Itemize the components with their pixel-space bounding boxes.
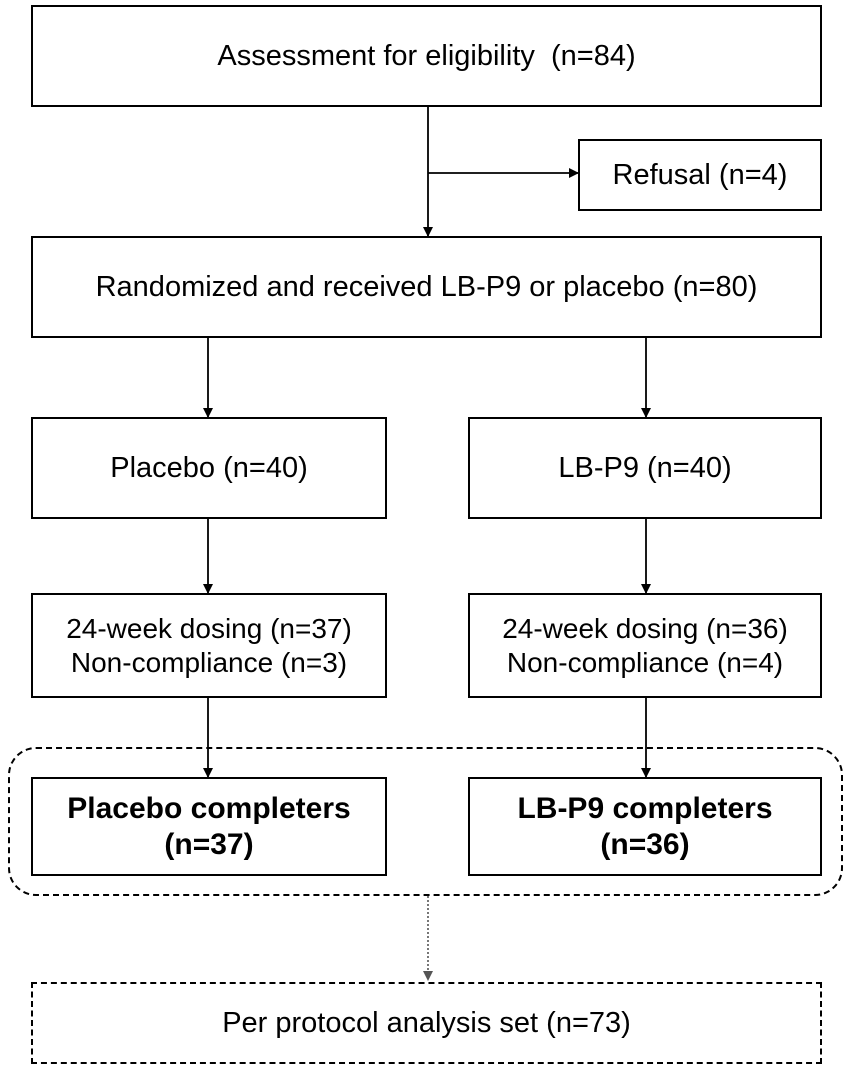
lbp9-dosing-line1: 24-week dosing (n=36) <box>502 612 788 644</box>
placebo-completers-line2: (n=37) <box>164 827 254 861</box>
refusal-box: Refusal (n=4) <box>578 139 822 211</box>
lbp9-completers-box: LB-P9 completers (n=36) <box>468 777 822 876</box>
lbp9-box: LB-P9 (n=40) <box>468 417 822 519</box>
placebo-dosing-line1: 24-week dosing (n=37) <box>66 612 352 644</box>
lbp9-completers-line2: (n=36) <box>600 827 690 861</box>
assessment-label: Assessment for eligibility (n=84) <box>217 39 636 72</box>
refusal-label: Refusal (n=4) <box>612 158 788 191</box>
per-protocol-label: Per protocol analysis set (n=73) <box>222 1006 631 1039</box>
lbp9-completers-line1: LB-P9 completers <box>517 791 773 825</box>
placebo-noncompliance-line2: Non-compliance (n=3) <box>70 646 348 678</box>
lbp9-label: LB-P9 (n=40) <box>558 451 732 484</box>
assessment-box: Assessment for eligibility (n=84) <box>31 5 822 107</box>
placebo-box: Placebo (n=40) <box>31 417 387 519</box>
lbp9-dosing-box: 24-week dosing (n=36) Non-compliance (n=… <box>468 593 822 698</box>
lbp9-noncompliance-line2: Non-compliance (n=4) <box>506 646 784 678</box>
placebo-completers-line1: Placebo completers <box>67 791 351 825</box>
randomized-box: Randomized and received LB-P9 or placebo… <box>31 236 822 338</box>
completers-group <box>8 747 843 896</box>
placebo-completers-box: Placebo completers (n=37) <box>31 777 387 876</box>
placebo-label: Placebo (n=40) <box>110 451 308 484</box>
placebo-dosing-box: 24-week dosing (n=37) Non-compliance (n=… <box>31 593 387 698</box>
per-protocol-box: Per protocol analysis set (n=73) <box>31 982 822 1064</box>
randomized-label: Randomized and received LB-P9 or placebo… <box>95 270 758 303</box>
